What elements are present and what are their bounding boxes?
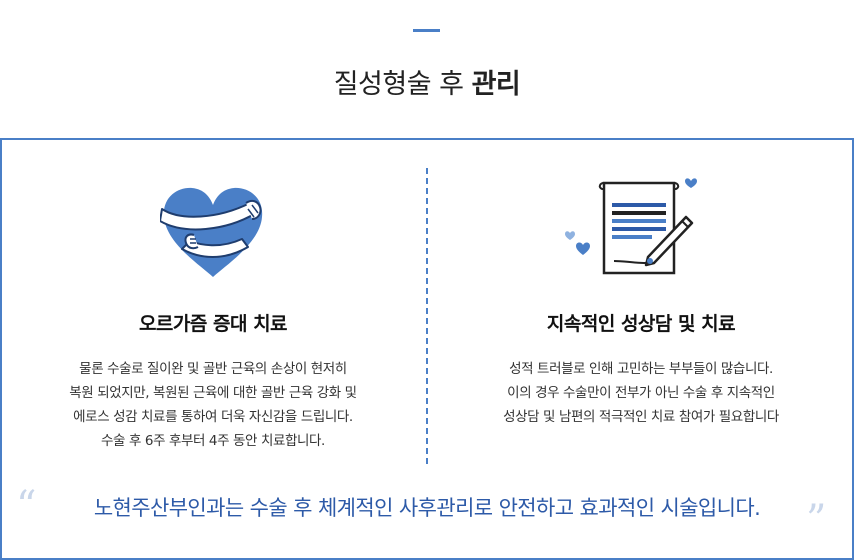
left-description: 물론 수술로 질이완 및 골반 근육의 손상이 현저히 복원 되었지만, 복원된… (0, 357, 426, 453)
left-heading: 오르가즘 증대 치료 (138, 313, 288, 335)
title-accent-bar (413, 29, 440, 32)
title-bold: 관리 (471, 69, 521, 100)
right-desc-line: 성상담 및 남편의 적극적인 치료 참여가 필요합니다 (503, 409, 779, 425)
document-pen-icon (564, 173, 704, 281)
right-heading: 지속적인 성상담 및 치료 (546, 313, 736, 335)
left-desc-line: 수술 후 6주 후부터 4주 동안 치료합니다. (101, 433, 325, 449)
quote-text: 노현주산부인과는 수술 후 체계적인 사후관리로 안전하고 효과적인 시술입니다… (93, 496, 761, 520)
right-description: 성적 트러블로 인해 고민하는 부부들이 많습니다. 이의 경우 수술만이 전부… (428, 357, 854, 429)
content-box (0, 138, 854, 560)
left-desc-line: 에로스 성감 치료를 통하여 더욱 자신감을 드립니다. (73, 409, 353, 425)
right-desc-line: 이의 경우 수술만이 전부가 아닌 수술 후 지속적인 (507, 385, 775, 401)
page-title: 질성형술 후 관리 (0, 62, 854, 101)
left-desc-line: 물론 수술로 질이완 및 골반 근육의 손상이 현저히 (79, 361, 347, 377)
column-divider (426, 168, 428, 464)
open-quote-icon: “ (16, 483, 37, 529)
right-desc-line: 성적 트러블로 인해 고민하는 부부들이 많습니다. (509, 361, 773, 377)
left-desc-line: 복원 되었지만, 복원된 근육에 대한 골반 근육 강화 및 (69, 385, 357, 401)
closing-quote: “ 노현주산부인과는 수술 후 체계적인 사후관리로 안전하고 효과적인 시술입… (0, 483, 854, 540)
heart-hug-icon (159, 183, 266, 283)
title-normal: 질성형술 후 (333, 69, 464, 100)
close-quote-icon: ” (806, 497, 827, 543)
